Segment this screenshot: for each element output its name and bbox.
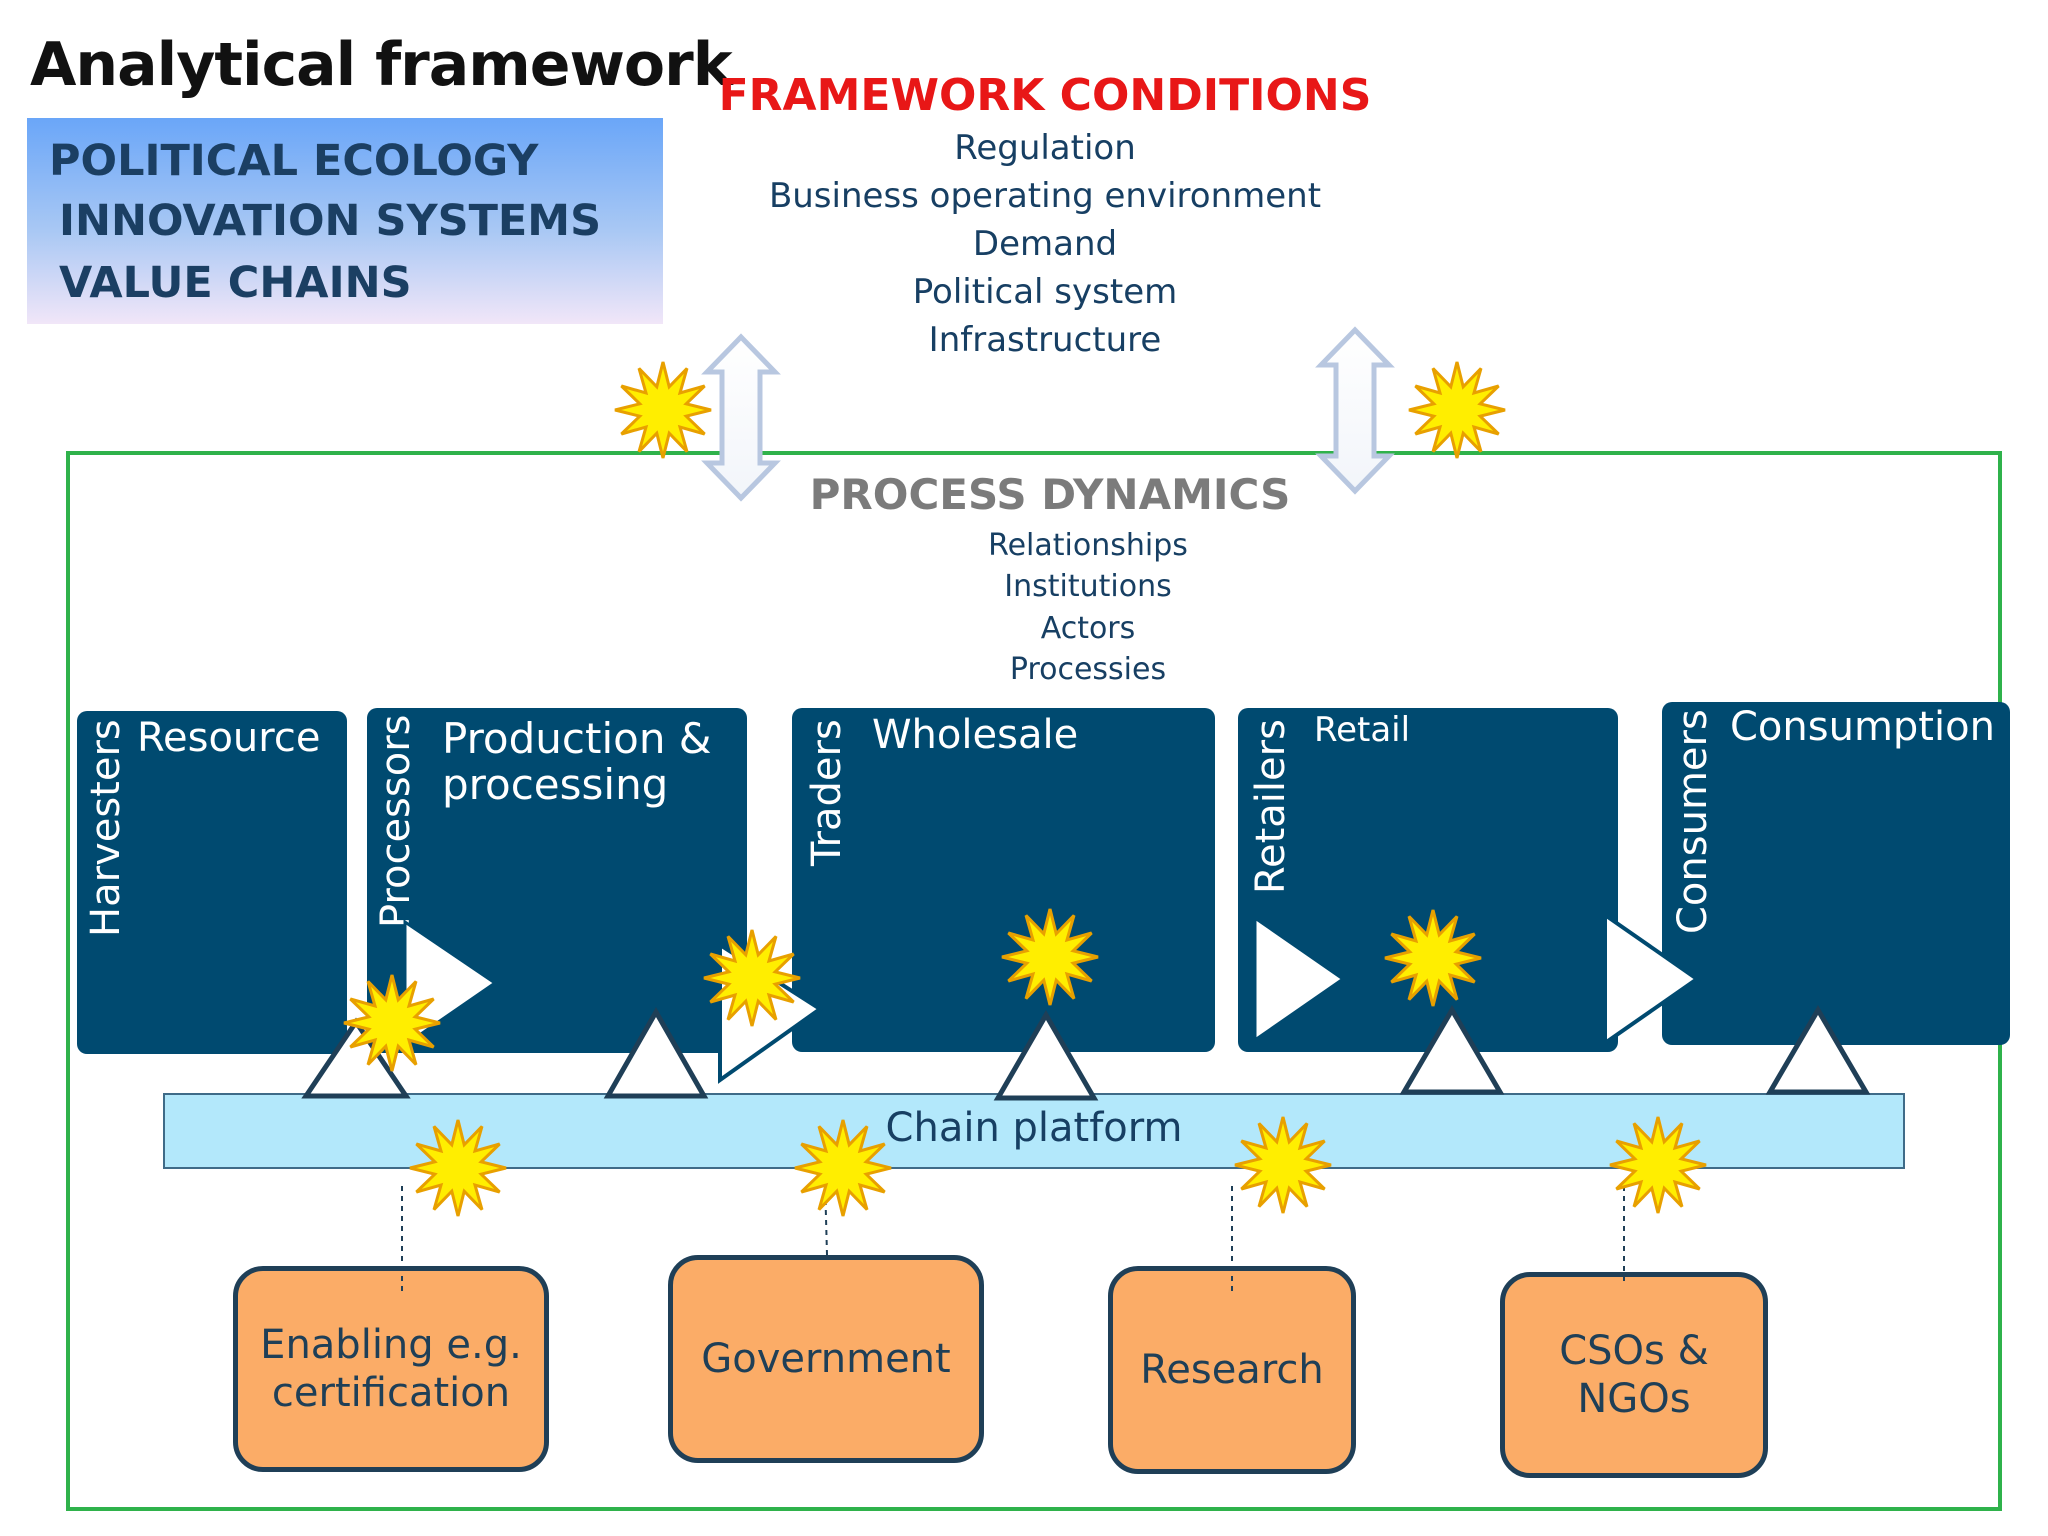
double-arrow-icon xyxy=(701,333,781,502)
process-dynamics-item: Processies xyxy=(1009,652,1167,687)
supporter-csos-ngos: CSOs & NGOs xyxy=(1500,1272,1768,1478)
stage-label: Wholesale xyxy=(872,712,1079,758)
starburst-icon xyxy=(1234,1116,1332,1214)
link-triangle-icon xyxy=(1765,1005,1871,1095)
link-triangle-icon xyxy=(1399,1005,1505,1095)
lens-value-chains: VALUE CHAINS xyxy=(59,258,412,308)
starburst-icon xyxy=(343,974,441,1072)
starburst-icon xyxy=(703,929,801,1027)
flow-arrow-icon xyxy=(1603,911,1701,1047)
link-triangle-icon xyxy=(301,1017,411,1099)
lens-innovation-systems: INNOVATION SYSTEMS xyxy=(59,196,602,246)
process-dynamics-item: Institutions xyxy=(1004,569,1172,604)
lenses-box: POLITICAL ECOLOGY INNOVATION SYSTEMS VAL… xyxy=(27,118,663,324)
starburst-icon xyxy=(1001,908,1099,1006)
framework-condition-item: Business operating environment xyxy=(768,176,1322,216)
starburst-icon xyxy=(614,361,712,459)
stage-label: Retail xyxy=(1314,710,1411,750)
lens-political-ecology: POLITICAL ECOLOGY xyxy=(49,136,539,186)
process-dynamics-title: PROCESS DYNAMICS xyxy=(809,470,1291,519)
supporter-research: Research xyxy=(1108,1266,1356,1474)
stage-wholesale: Wholesale Traders xyxy=(792,708,1215,1052)
framework-condition-item: Demand xyxy=(972,224,1118,264)
stage-label: Consumption xyxy=(1730,704,1995,750)
page-title: Analytical framework xyxy=(30,30,733,100)
framework-conditions-title: FRAMEWORK CONDITIONS xyxy=(718,70,1372,121)
double-arrow-icon xyxy=(1315,326,1395,495)
starburst-icon xyxy=(794,1119,892,1217)
starburst-icon xyxy=(1384,909,1482,1007)
flow-arrow-icon xyxy=(1253,915,1346,1043)
flow-arrow-icon xyxy=(403,919,498,1048)
framework-condition-item: Political system xyxy=(912,272,1178,312)
stage-resource: Resource Harvesters xyxy=(77,711,347,1054)
starburst-icon xyxy=(1408,361,1506,459)
stage-consumption: Consumption Consumers xyxy=(1662,702,2010,1045)
starburst-icon xyxy=(1609,1116,1707,1214)
process-dynamics-item: Relationships xyxy=(988,528,1188,563)
link-triangle-icon xyxy=(993,1010,1099,1101)
link-triangle-icon xyxy=(603,1006,709,1099)
starburst-icon xyxy=(409,1119,507,1217)
chain-platform-label: Chain platform xyxy=(885,1105,1183,1151)
supporter-enabling: Enabling e.g. certification xyxy=(233,1266,549,1472)
supporter-government: Government xyxy=(668,1255,984,1463)
stage-label: Production & processing xyxy=(442,714,712,810)
framework-condition-item: Regulation xyxy=(954,128,1136,168)
framework-condition-item: Infrastructure xyxy=(928,320,1162,360)
stage-label: Resource xyxy=(137,715,321,761)
process-dynamics-item: Actors xyxy=(1040,611,1136,646)
